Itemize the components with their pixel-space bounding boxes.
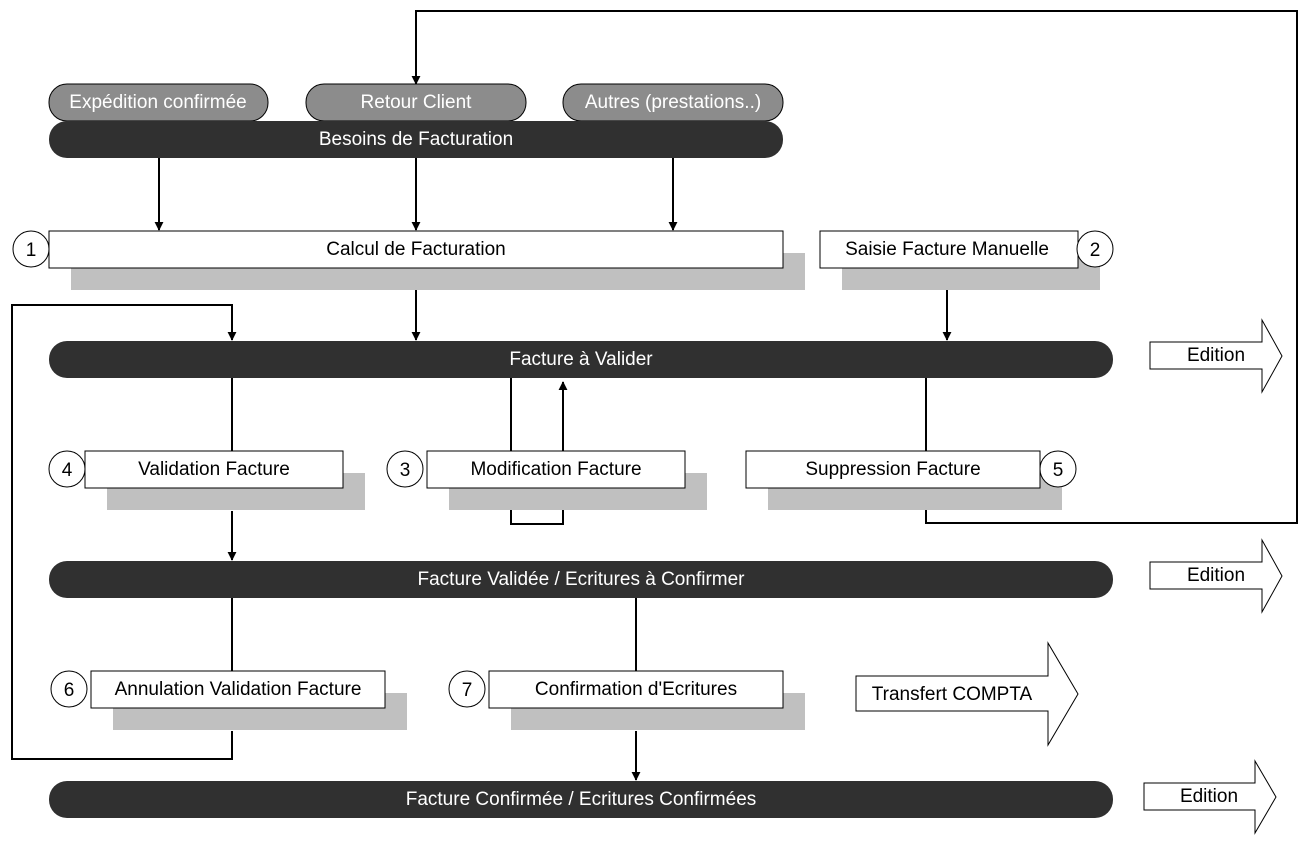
process-saisie-number: 2 bbox=[1090, 240, 1101, 261]
process-confirmation: Confirmation d'Ecritures 7 bbox=[448, 670, 805, 730]
process-saisie-label: Saisie Facture Manuelle bbox=[845, 239, 1049, 260]
bar-besoins-label: Besoins de Facturation bbox=[319, 129, 513, 150]
output-edition-1: Edition bbox=[1149, 318, 1283, 394]
bar-validee-label: Facture Validée / Ecritures à Confirmer bbox=[418, 569, 746, 590]
source-autres: Autres (prestations..) bbox=[562, 83, 784, 122]
process-confirmation-label: Confirmation d'Ecritures bbox=[535, 679, 737, 700]
process-modification: Modification Facture 3 bbox=[386, 450, 707, 510]
source-retour-client-label: Retour Client bbox=[361, 92, 473, 113]
process-calcul-label: Calcul de Facturation bbox=[326, 239, 506, 260]
process-modification-label: Modification Facture bbox=[470, 459, 641, 480]
output-edition-2: Edition bbox=[1149, 538, 1283, 614]
bar-facture-confirmee: Facture Confirmée / Ecritures Confirmées bbox=[49, 781, 1113, 818]
bar-a-valider-label: Facture à Valider bbox=[509, 349, 653, 370]
output-edition-2-label: Edition bbox=[1187, 565, 1245, 586]
source-retour-client: Retour Client bbox=[305, 83, 527, 122]
output-edition-3-label: Edition bbox=[1180, 786, 1238, 807]
source-expedition: Expédition confirmée bbox=[48, 83, 269, 122]
process-calcul: Calcul de Facturation 1 bbox=[12, 230, 805, 290]
process-calcul-number: 1 bbox=[26, 240, 37, 261]
arrow-annulation-loop bbox=[11, 304, 237, 760]
process-annulation-label: Annulation Validation Facture bbox=[115, 679, 362, 700]
output-edition-1-label: Edition bbox=[1187, 345, 1245, 366]
process-suppression: Suppression Facture 5 bbox=[745, 450, 1077, 510]
bar-facture-a-valider: Facture à Valider bbox=[49, 341, 1113, 378]
process-suppression-label: Suppression Facture bbox=[805, 459, 980, 480]
bar-besoins-facturation: Besoins de Facturation bbox=[49, 121, 783, 158]
process-saisie: Saisie Facture Manuelle 2 bbox=[819, 230, 1114, 290]
bar-confirmee-label: Facture Confirmée / Ecritures Confirmées bbox=[406, 789, 757, 810]
process-annulation-number: 6 bbox=[64, 680, 75, 701]
source-autres-label: Autres (prestations..) bbox=[585, 92, 761, 113]
source-expedition-label: Expédition confirmée bbox=[69, 92, 246, 113]
process-confirmation-number: 7 bbox=[462, 680, 473, 701]
process-annulation: Annulation Validation Facture 6 bbox=[50, 670, 407, 730]
output-transfert-compta: Transfert COMPTA bbox=[855, 641, 1079, 747]
bar-facture-validee: Facture Validée / Ecritures à Confirmer bbox=[49, 561, 1113, 598]
process-validation-number: 4 bbox=[62, 460, 73, 481]
process-validation: Validation Facture 4 bbox=[48, 450, 365, 510]
output-transfert-label: Transfert COMPTA bbox=[872, 684, 1033, 705]
process-suppression-number: 5 bbox=[1053, 460, 1064, 481]
process-modification-number: 3 bbox=[400, 460, 411, 481]
output-edition-3: Edition bbox=[1143, 759, 1277, 835]
process-validation-label: Validation Facture bbox=[138, 459, 290, 480]
